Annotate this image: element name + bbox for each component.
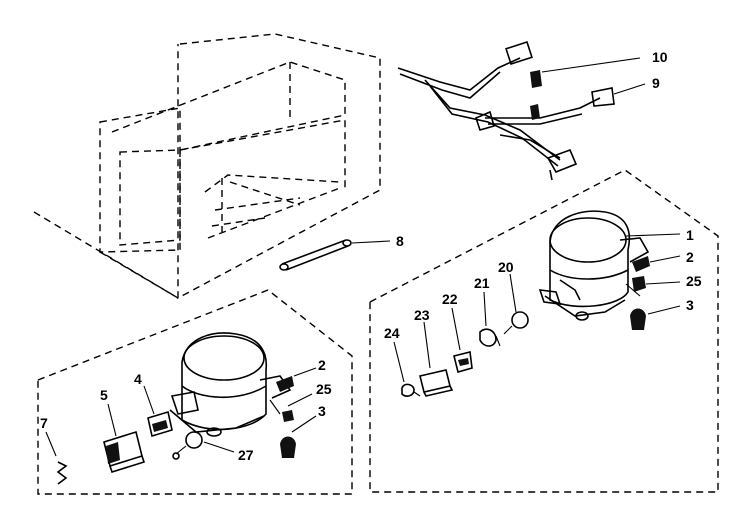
callout-4: 4 <box>134 371 142 387</box>
callout-8: 8 <box>396 233 404 249</box>
callout-1: 1 <box>686 227 694 243</box>
callout-25-right: 25 <box>686 273 702 289</box>
washer-icon <box>625 276 646 297</box>
grommet-icon <box>280 436 296 458</box>
wire-harness-icon <box>397 40 615 181</box>
clip-icon <box>401 383 421 397</box>
callout-3-left: 3 <box>318 403 326 419</box>
callout-23: 23 <box>414 307 430 323</box>
leader-lines <box>45 57 681 457</box>
relay-icon <box>419 369 454 397</box>
capacitor-icon <box>172 431 203 460</box>
overload-protector-icon <box>103 430 146 473</box>
wire-nut-icon <box>530 70 542 120</box>
right-panel-border <box>369 169 719 493</box>
grommet-icon <box>630 308 646 330</box>
callout-7: 7 <box>40 415 48 431</box>
clip-icon <box>632 256 650 272</box>
washer-icon <box>269 399 294 422</box>
clip-icon <box>276 376 294 392</box>
left-panel-border <box>37 289 353 495</box>
relay-icon <box>147 410 173 438</box>
callout-25-left: 25 <box>316 381 332 397</box>
callout-3-right: 3 <box>686 297 694 313</box>
bracket-icon <box>453 351 473 373</box>
callout-21: 21 <box>474 275 490 291</box>
clamp-icon <box>479 328 501 347</box>
callout-5: 5 <box>100 387 108 403</box>
callout-2-left: 2 <box>318 357 326 373</box>
callout-27: 27 <box>238 447 254 463</box>
callout-labels: 10 9 8 1 2 25 3 20 21 22 23 24 2 25 3 4 … <box>40 49 702 463</box>
callout-22: 22 <box>442 291 458 307</box>
compressor-icon <box>169 332 292 437</box>
callout-2-right: 2 <box>686 249 694 265</box>
callout-10: 10 <box>652 49 668 65</box>
callout-24: 24 <box>384 325 400 341</box>
callout-20: 20 <box>498 259 514 275</box>
spring-clip-icon <box>56 461 68 485</box>
cap-icon <box>503 311 529 335</box>
callout-9: 9 <box>652 75 660 91</box>
drier-icon <box>279 239 391 271</box>
compressor-icon <box>538 210 650 321</box>
cabinet-outline <box>33 33 381 300</box>
